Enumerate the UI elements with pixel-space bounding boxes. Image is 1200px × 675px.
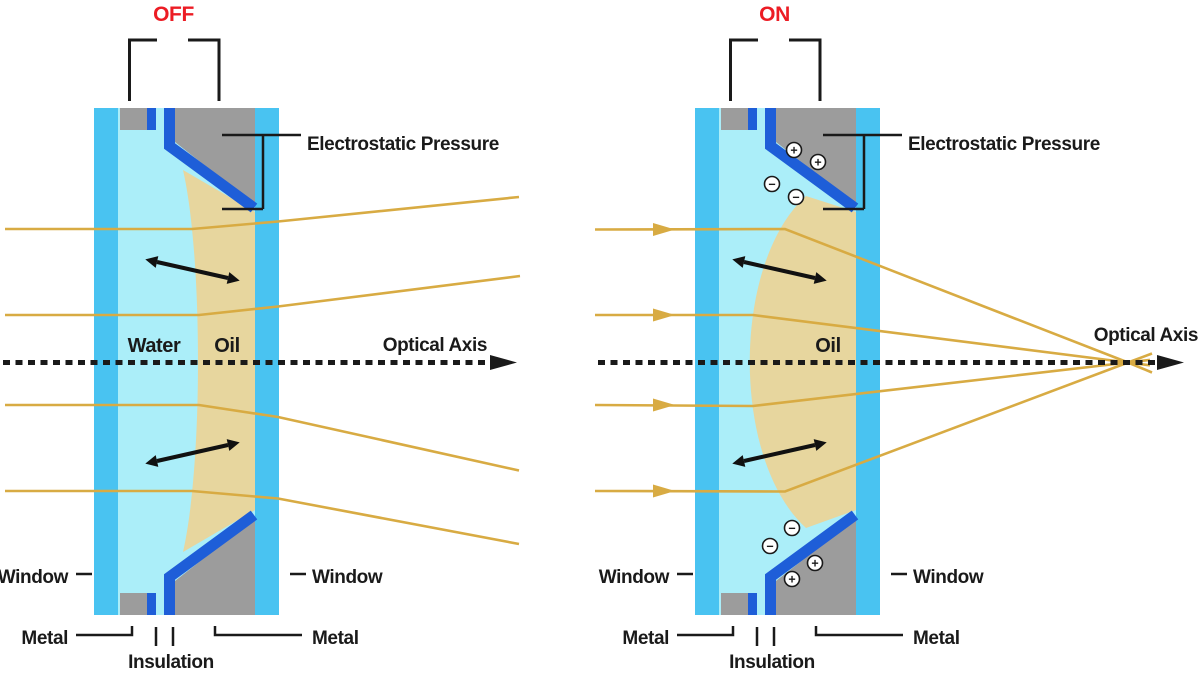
arrowhead-icon bbox=[732, 455, 746, 467]
electrostatic-pressure-label: Electrostatic Pressure bbox=[908, 134, 1100, 155]
metal-left-label: Metal bbox=[622, 628, 669, 649]
insulation-label: Insulation bbox=[128, 652, 214, 673]
light-ray bbox=[5, 195, 520, 231]
light-ray bbox=[5, 403, 520, 472]
arrowhead-icon bbox=[732, 256, 746, 268]
light-ray bbox=[594, 227, 1153, 374]
plus-glyph: + bbox=[788, 572, 795, 586]
insulation-label: Insulation bbox=[729, 652, 815, 673]
interface-motion-arrows-on bbox=[732, 256, 827, 467]
ray-arrowheads bbox=[653, 223, 675, 498]
ray-arrowhead-icon bbox=[653, 223, 675, 236]
metal-left-label: Metal bbox=[21, 628, 68, 649]
ray-arrowhead-icon bbox=[653, 308, 675, 322]
plus-glyph: + bbox=[814, 155, 821, 169]
arrowhead-icon bbox=[145, 455, 159, 467]
window-left-label: Window bbox=[0, 567, 69, 588]
window-left-label: Window bbox=[599, 567, 670, 588]
diagram-off: OFF Electrostatic Pressure Water Oil Opt… bbox=[0, 3, 521, 673]
minus-glyph: − bbox=[766, 539, 773, 553]
optical-axis-label: Optical Axis bbox=[383, 335, 487, 356]
interface-motion-arrows-off bbox=[145, 256, 240, 467]
charge-symbols: + + − − − − + + bbox=[761, 141, 827, 588]
arrowhead-icon bbox=[226, 439, 240, 451]
arrowhead-icon bbox=[813, 439, 827, 451]
state-label-off: OFF bbox=[153, 3, 194, 26]
optical-axis-arrowhead bbox=[1157, 355, 1184, 370]
metal-right-label: Metal bbox=[312, 628, 359, 649]
ray-arrowhead-icon bbox=[653, 398, 675, 412]
window-right-label: Window bbox=[312, 567, 383, 588]
minus-glyph: − bbox=[792, 190, 799, 204]
arrowhead-icon bbox=[226, 272, 240, 284]
optical-axis-label: Optical Axis bbox=[1094, 325, 1198, 346]
light-ray bbox=[5, 489, 520, 546]
minus-glyph: − bbox=[788, 521, 795, 535]
window-right-label: Window bbox=[913, 567, 984, 588]
oil-label: Oil bbox=[815, 335, 840, 357]
metal-right-label: Metal bbox=[913, 628, 960, 649]
diagram-on: + + − − − − + + bbox=[594, 3, 1198, 673]
arrowhead-icon bbox=[145, 256, 159, 268]
plus-glyph: + bbox=[790, 143, 797, 157]
state-label-on: ON bbox=[759, 3, 790, 26]
ray-arrowhead-icon bbox=[653, 484, 675, 498]
optical-axis-arrowhead bbox=[490, 355, 517, 370]
electrostatic-pressure-label: Electrostatic Pressure bbox=[307, 134, 499, 155]
light-ray bbox=[5, 274, 521, 317]
plus-glyph: + bbox=[811, 556, 818, 570]
light-ray bbox=[594, 352, 1153, 493]
light-rays-off bbox=[5, 195, 521, 546]
water-label: Water bbox=[128, 335, 181, 357]
arrowhead-icon bbox=[813, 272, 827, 284]
oil-label: Oil bbox=[214, 335, 239, 357]
minus-glyph: − bbox=[768, 177, 775, 191]
